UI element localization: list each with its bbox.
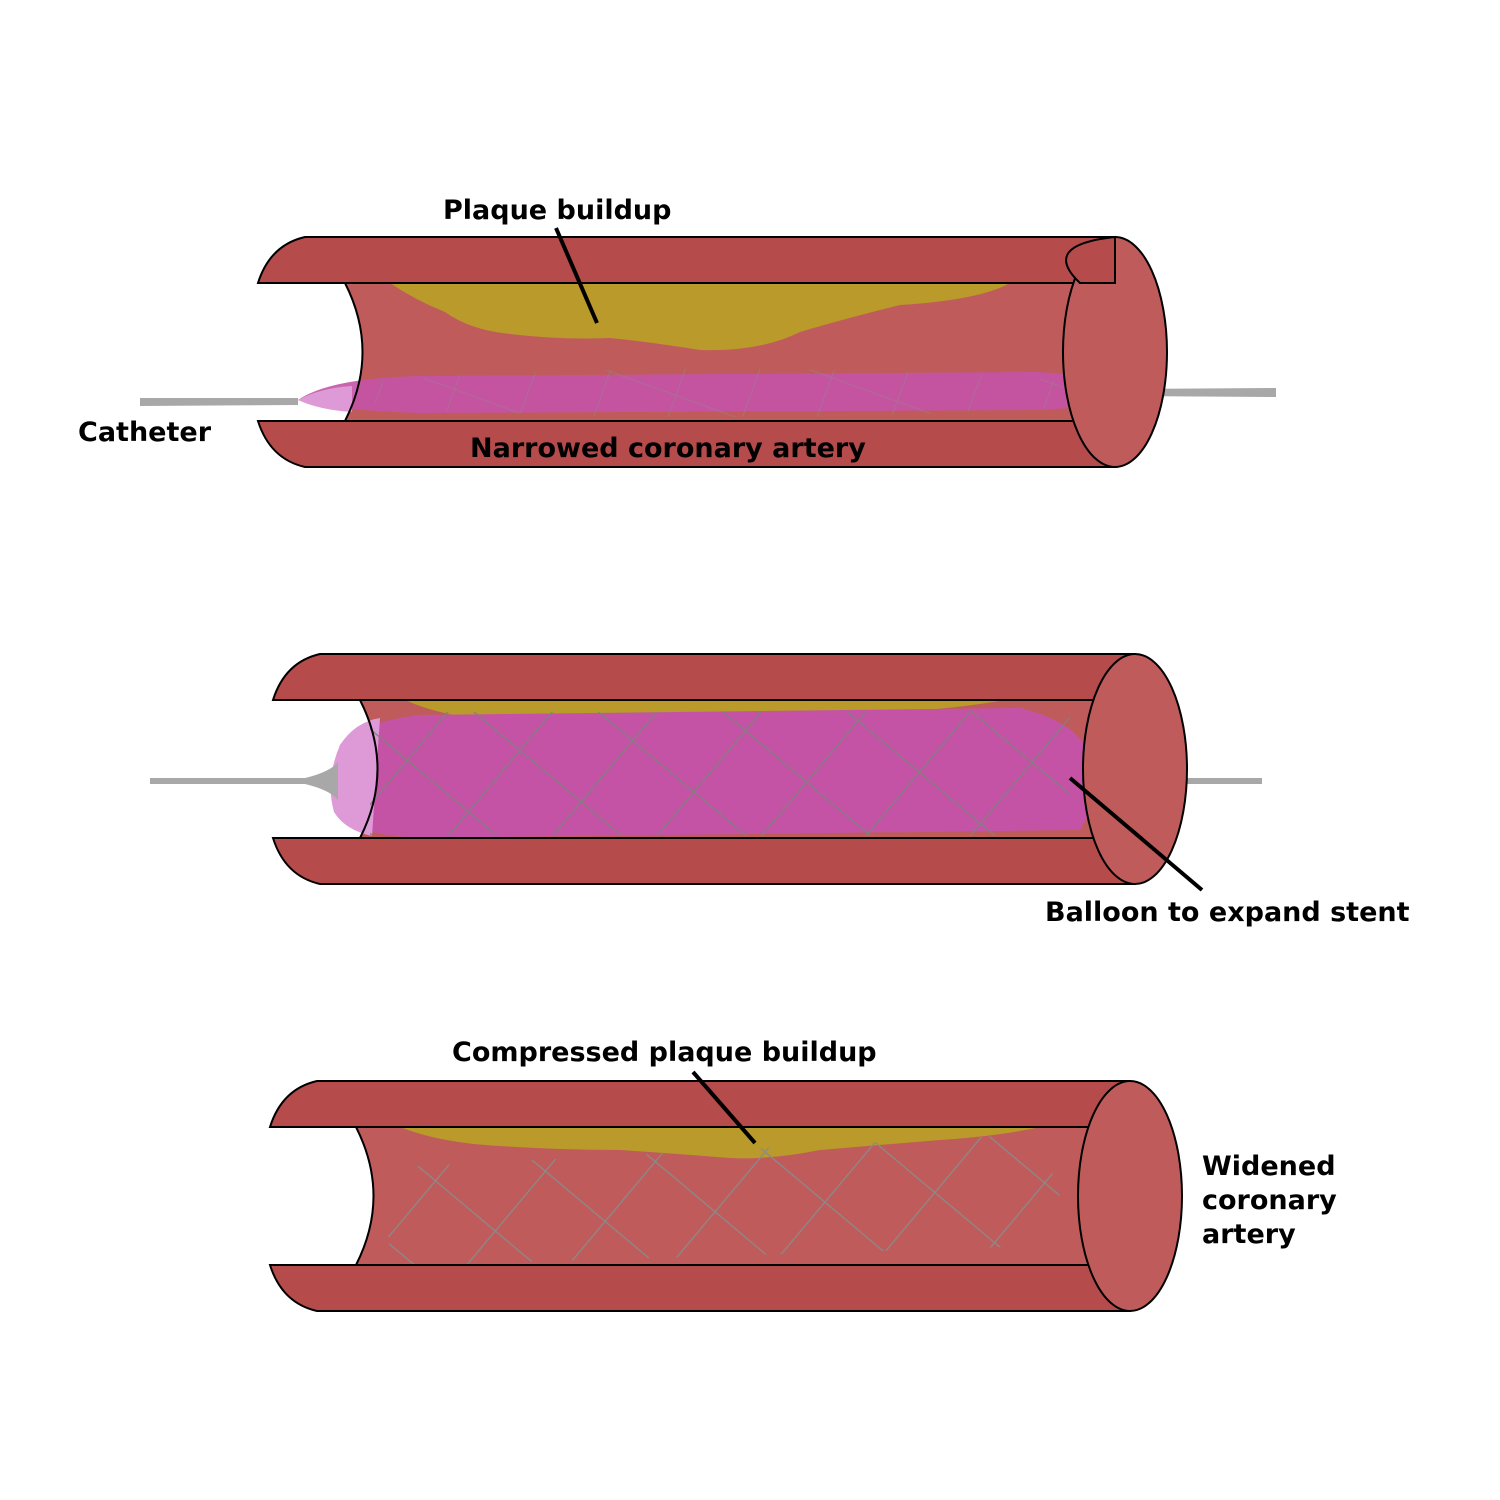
artery-end-rim	[1065, 235, 1116, 284]
catheter-label: Catheter	[78, 417, 212, 448]
plaque-deposit	[390, 283, 1010, 351]
catheter-right	[1130, 388, 1276, 397]
catheter-left	[150, 762, 338, 800]
widened-artery-label: Widened coronary artery	[1202, 1150, 1337, 1252]
balloon-artery-illustration	[150, 653, 1262, 892]
stent-mesh	[370, 712, 1070, 836]
widened-artery-illustration	[268, 1070, 1183, 1312]
plaque-deposit	[400, 1127, 1040, 1159]
artery-end-opening	[1082, 653, 1188, 885]
artery-top-wall	[256, 236, 1116, 284]
artery-top-wall	[271, 653, 1136, 701]
widened-artery-label-line: artery	[1202, 1219, 1296, 1250]
plaque-pointer	[554, 227, 599, 324]
artery-top-wall	[268, 1080, 1131, 1128]
widened-artery-label-line: Widened	[1202, 1151, 1336, 1182]
artery-bottom-wall	[256, 420, 1116, 468]
catheter-left	[140, 398, 298, 406]
artery-end-opening	[1077, 1080, 1183, 1312]
compressed-plaque-pointer	[691, 1070, 757, 1145]
stent-mesh	[337, 369, 1117, 417]
balloon-tip	[330, 718, 380, 836]
narrowed-artery-label: Narrowed coronary artery	[470, 433, 866, 464]
artery-bottom-wall	[271, 837, 1136, 885]
narrowed-artery-illustration	[140, 227, 1276, 468]
balloon-label: Balloon to expand stent	[1045, 897, 1410, 928]
compressed-plaque-label: Compressed plaque buildup	[452, 1037, 877, 1068]
plaque-buildup-label: Plaque buildup	[443, 195, 672, 226]
artery-bottom-wall	[268, 1264, 1131, 1312]
balloon-pointer	[1068, 776, 1204, 892]
widened-artery-label-line: coronary	[1202, 1185, 1337, 1216]
